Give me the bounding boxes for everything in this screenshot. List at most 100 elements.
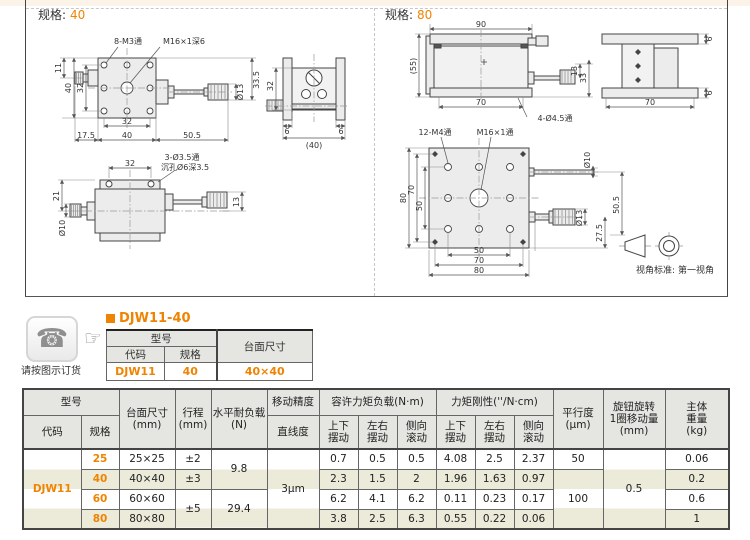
cell-ml-yaw: 4.1 — [357, 488, 398, 510]
cell-load: 29.4 — [210, 488, 268, 530]
cell-ml-pitch: 3.8 — [318, 508, 359, 530]
col-line: 行程 — [182, 406, 204, 419]
cell-size: 60×60 — [118, 488, 176, 510]
cell-weight: 1 — [664, 508, 730, 530]
cell-code: DJW11 — [22, 448, 82, 530]
dim-label: 13 — [232, 197, 241, 207]
col-parallelism: 平行度 (μm) — [552, 388, 604, 450]
dim-label: 32 — [125, 159, 135, 168]
hole-note: 12-M4通 — [418, 127, 451, 137]
spec40-side-view — [266, 57, 346, 121]
order-caption: 请按图示订货 — [21, 366, 81, 377]
dim-label: 17.5 — [77, 131, 95, 140]
dimension-lines — [406, 26, 709, 278]
dim-label: 32 — [122, 117, 132, 126]
col-line: (mm) — [178, 419, 208, 431]
col-pitch: 上下摆动 — [318, 414, 359, 450]
spec80-value: 80 — [417, 8, 433, 22]
center-note: M16×1深6 — [163, 37, 205, 46]
dim-label: 40 — [122, 131, 132, 140]
cell-size: 25×25 — [118, 448, 176, 470]
dim-label: 32 — [266, 81, 275, 91]
order-example-code: DJW11-40 — [119, 311, 191, 326]
frame-left-line — [25, 0, 26, 296]
side-view-screws — [635, 49, 641, 83]
dim-label: 70 — [474, 256, 484, 265]
dim-label: 70 — [476, 98, 486, 107]
frame-center-divider — [374, 8, 375, 296]
dim-label: 50.5 — [183, 131, 201, 140]
frame-top-dashed — [26, 8, 727, 9]
dim-label: 13 — [570, 66, 579, 76]
cell-parallelism: 50 — [552, 448, 604, 470]
col-pitch: 上下摆动 — [435, 414, 476, 450]
dim-label: 70 — [645, 98, 655, 107]
dim-label: Ø10 — [582, 152, 592, 168]
mini-value-spec: 40 — [164, 362, 217, 381]
spec80-side-view — [601, 33, 699, 99]
dim-label: 80 — [474, 266, 484, 275]
dim-label: 90 — [476, 20, 486, 29]
cell-st-yaw: 0.23 — [474, 488, 515, 510]
spec-table: 型号 台面尺寸 (mm) 行程 (mm) 水平耐负载 (N) 移动精度 容许力矩… — [22, 388, 731, 530]
cell-st-pitch: 4.08 — [435, 448, 476, 470]
frame-right-line — [727, 0, 728, 296]
table-row-60: 60 60×60 ±5 29.4 6.2 4.1 6.2 0.11 0.23 0… — [23, 488, 730, 530]
col-weight: 主体 重量 (kg) — [664, 388, 730, 450]
table-row-80: 80 80×80 3.8 2.5 6.3 0.55 0.22 0.06 1 — [23, 508, 730, 530]
col-model: 型号 — [22, 388, 120, 416]
cell-weight: 0.2 — [664, 468, 730, 490]
dim-label: 6 — [705, 36, 714, 41]
cell-size: 80×80 — [118, 508, 176, 530]
col-line: 台面尺寸 — [126, 406, 168, 419]
dim-label: 6 — [284, 127, 289, 136]
knurl-lines — [71, 193, 225, 216]
phone-order-button: ☎ — [26, 316, 78, 362]
cell-ml-pitch: 2.3 — [318, 468, 359, 490]
dim-label: 50.5 — [612, 196, 621, 214]
spec40-title: 规格:40 — [38, 6, 85, 23]
dim-label: 50 — [474, 246, 484, 255]
col-line: 旋钮旋转 — [613, 400, 656, 413]
frame-bottom-line — [25, 296, 728, 297]
cell-spec: 25 — [80, 448, 120, 470]
extension-lines — [405, 24, 709, 277]
col-line: 主体 — [686, 400, 708, 413]
cell-st-pitch: 0.55 — [435, 508, 476, 530]
hole-note: 8-M3通 — [114, 36, 142, 46]
col-line: (mm) — [132, 419, 162, 431]
col-line: 水平耐负载 — [212, 406, 266, 419]
dim-label: (55) — [409, 58, 418, 74]
dim-label: 6 — [705, 90, 714, 95]
cell-st-yaw: 1.63 — [474, 468, 515, 490]
spec40-dimension-labels: 40 32 11 8-M3通 M16×1深6 Ø13 33.5 32 17.5 … — [52, 36, 344, 236]
dim-label: Ø10 — [57, 220, 67, 236]
leader-lines — [440, 97, 528, 191]
center-note: M16×1通 — [477, 127, 514, 137]
col-spec: 规格 — [80, 414, 120, 450]
page-top-strip — [0, 0, 750, 6]
cell-travel: ±2 — [174, 448, 212, 470]
cell-straightness: 3μm — [266, 448, 320, 530]
col-yaw: 左右摆动 — [474, 414, 515, 450]
cell-travel: ±3 — [174, 468, 212, 490]
cell-parallelism: 100 — [552, 468, 604, 530]
centerlines — [419, 30, 683, 260]
spec80-front-view — [425, 33, 576, 98]
spec40-bottom-view — [69, 179, 228, 242]
cell-st-roll: 0.06 — [513, 508, 554, 530]
dim-label: Ø13 — [235, 84, 245, 100]
cell-load: 9.8 — [210, 448, 268, 490]
mini-header-size: 台面尺寸 — [215, 329, 313, 363]
col-knob-travel: 旋钮旋转 1圈移动量 (mm) — [602, 388, 666, 450]
col-line: (N) — [230, 419, 248, 431]
col-stiffness: 力矩刚性(''/N·cm) — [435, 388, 554, 416]
cell-ml-pitch: 6.2 — [318, 488, 359, 510]
cell-st-yaw: 0.22 — [474, 508, 515, 530]
col-travel: 行程 (mm) — [174, 388, 212, 450]
dim-label: 33 — [579, 73, 588, 83]
col-line: 平行度 — [562, 406, 594, 419]
cell-ml-roll: 6.2 — [396, 488, 437, 510]
dimension-lines — [59, 57, 346, 218]
